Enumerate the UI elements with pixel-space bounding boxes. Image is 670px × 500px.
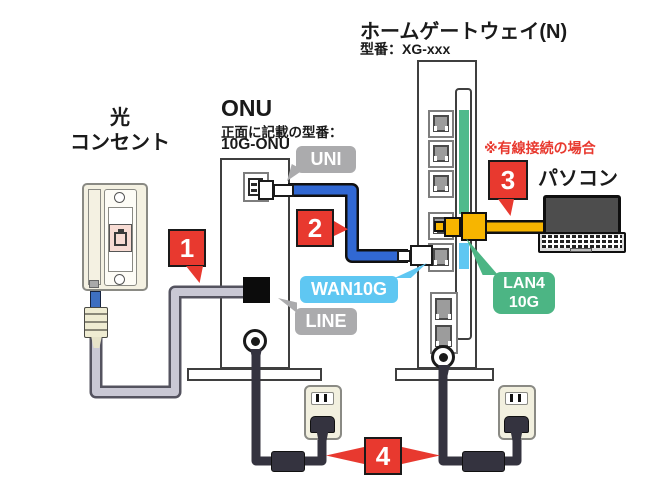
uni-plug-boot (273, 184, 294, 197)
wall-outlet-right-slots (505, 392, 528, 405)
gateway-title: ホームゲートウェイ(N) (360, 21, 568, 43)
onu-title: ONU (221, 95, 273, 121)
lan-port-1-jack-icon (433, 115, 449, 132)
ac-plug-left (310, 416, 335, 433)
wan10g-port-jack-icon (433, 248, 449, 266)
optical-outlet-label: 光 コンセント (70, 107, 170, 154)
lan-port-3-jack-icon (433, 175, 449, 192)
lan4-plug-body (444, 217, 461, 237)
gateway-power-inlet-pin-icon (438, 352, 448, 362)
ac-adapter-onu (271, 451, 305, 472)
step-3-badge: 3 (488, 160, 528, 200)
lan-port-1 (428, 110, 454, 138)
phone-port-2-jack-icon (435, 325, 452, 347)
step-4-arrow-right (402, 447, 440, 464)
onu-stand (187, 368, 322, 381)
onu-model: 10G-ONU (221, 136, 290, 153)
optical-fiber-plug (84, 307, 108, 338)
uni-label-bubble: UNI (296, 146, 356, 173)
screw-top-icon (114, 192, 125, 203)
optical-fiber-plug-taper (91, 337, 102, 348)
uni-port-pin-icon (251, 183, 257, 186)
laptop-notch (570, 248, 592, 252)
wan-plug-boot (397, 250, 411, 262)
lan-port-2 (428, 140, 454, 168)
wan-plug-body (410, 245, 433, 266)
phone-port-1-jack-icon (435, 298, 452, 320)
onu-power-inlet-pin-icon (250, 336, 260, 346)
optical-port-nub-icon (118, 229, 124, 233)
gateway-model: 型番：XG-xxx (360, 41, 451, 57)
ac-plug-right (504, 416, 529, 433)
step-2-badge: 2 (296, 209, 334, 247)
lan-port-2-jack-icon (433, 145, 449, 162)
wan10g-label-bubble: WAN10G (300, 276, 398, 303)
optical-outlet-cable-slot (89, 280, 99, 288)
uni-plug-body (258, 180, 274, 200)
screw-bottom-icon (114, 274, 125, 285)
step-3-pointer (498, 199, 514, 216)
line-port (243, 277, 270, 303)
step-1-pointer (186, 266, 203, 283)
laptop-screen (543, 195, 621, 235)
lan4-plug-coupler (461, 212, 487, 241)
ac-adapter-gateway (462, 451, 505, 472)
optical-outlet-strip (88, 189, 101, 285)
outlet-left-slot1-icon (316, 394, 319, 402)
optical-port-jack-icon (114, 232, 127, 246)
onu-model-caption: 正面に記載の型番： (221, 125, 343, 140)
step-1-badge: 1 (168, 229, 206, 267)
wired-connection-note: ※有線接続の場合 (484, 140, 596, 156)
outlet-left-slot2-icon (324, 394, 327, 402)
gateway-blue-indicator-stripe (459, 243, 469, 269)
wall-outlet-left-slots (311, 392, 334, 405)
step-4-badge: 4 (364, 437, 402, 475)
outlet-right-slot2-icon (518, 394, 521, 402)
step-2-pointer (334, 221, 348, 236)
line-label-bubble: LINE (295, 308, 357, 335)
step-4-arrow-left (326, 447, 364, 464)
pc-label: パソコン (538, 168, 618, 190)
lan4-label-bubble: LAN4 10G (493, 272, 555, 314)
outlet-right-slot1-icon (510, 394, 513, 402)
gateway-green-indicator-stripe (459, 110, 469, 214)
uni-port-pin2-icon (251, 189, 257, 192)
laptop-keyboard (542, 235, 622, 248)
